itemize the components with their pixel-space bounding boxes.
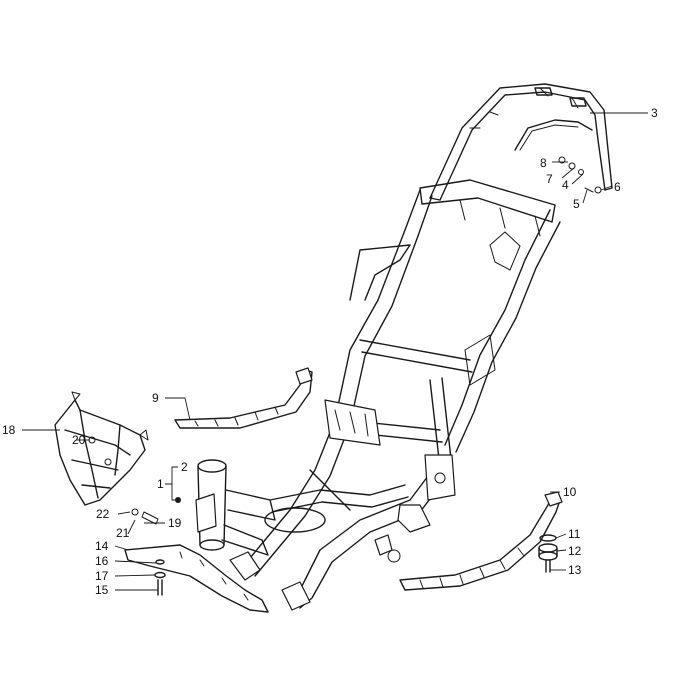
part-2-bullet [175,497,181,503]
callout-12: 12 [568,544,582,558]
callout-16: 16 [95,554,109,568]
front-bracket-hardware [131,508,159,525]
callout-4: 4 [562,178,569,192]
callout-17: 17 [95,569,109,583]
callout-5: 5 [573,197,580,211]
callout-18: 18 [2,423,16,437]
front-shield-bracket [54,391,149,506]
callout-2: 2 [181,460,188,474]
callout-19: 19 [168,516,182,530]
callout-20: 20 [72,433,86,447]
callout-11: 11 [568,527,581,541]
callout-14: 14 [95,539,109,553]
callout-15: 15 [95,583,109,597]
lower-cover-plate [124,544,269,613]
callout-10: 10 [563,485,577,499]
leader-lines [22,112,648,591]
callout-22: 22 [96,507,110,521]
callout-1: 1 [157,477,164,491]
main-frame [229,179,561,611]
callout-13: 13 [568,563,582,577]
callout-6: 6 [614,180,621,194]
callout-9: 9 [152,391,159,405]
callout-8: 8 [540,156,547,170]
steering-head-tube [195,459,276,556]
rubber-bushing-stack [538,534,558,573]
right-footboard-bracket [399,491,563,591]
left-footboard-bracket [174,367,313,429]
callout-7: 7 [546,172,553,186]
callout-21: 21 [116,526,130,540]
rear-grab-handle [429,83,613,201]
callout-3: 3 [651,106,658,120]
callout-labels: 3 8 7 4 5 6 9 10 11 12 13 18 20 1 2 22 1… [2,106,658,597]
